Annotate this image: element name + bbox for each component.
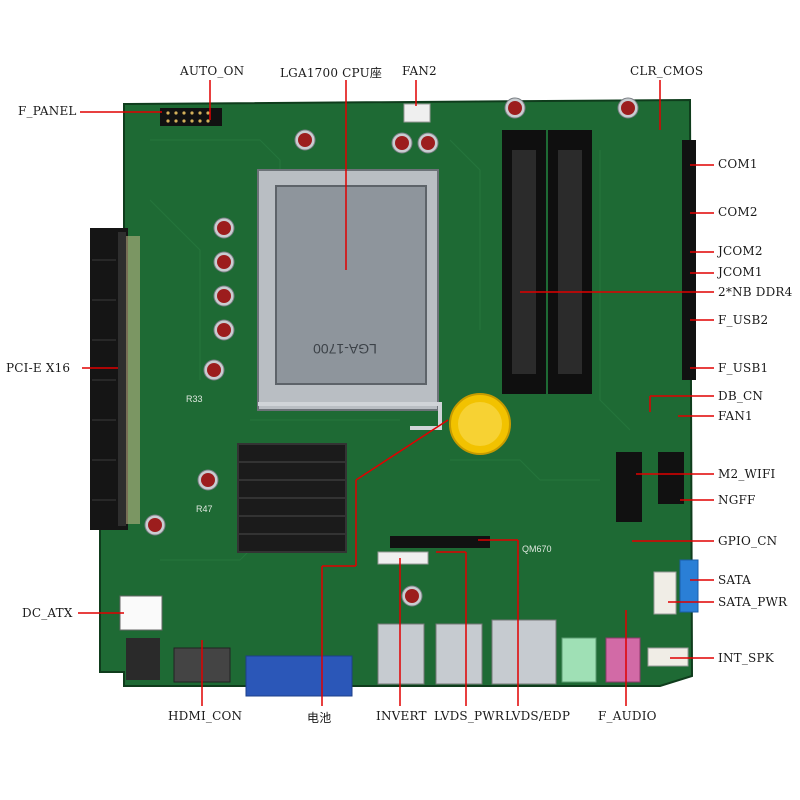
label-f-usb1: F_USB1: [718, 361, 769, 375]
pcie-x16-slot: [90, 228, 140, 530]
sata-pwr-connector: [653, 571, 677, 615]
socket-title-mark: LGA-1700: [313, 341, 377, 357]
r47-mark: R47: [196, 504, 213, 514]
leader-battery-d: [355, 419, 449, 481]
label-invert: INVERT: [376, 709, 427, 723]
f-panel-header: [160, 108, 222, 126]
chip-label-mark: QM670: [522, 544, 552, 554]
label-m2-wifi: M2_WIFI: [718, 467, 776, 481]
sata-connector: [679, 559, 699, 613]
label-sata: SATA: [718, 573, 752, 587]
m2-slots: [616, 452, 684, 522]
label-sata-pwr: SATA_PWR: [718, 595, 788, 609]
label-jcom1: JCOM1: [718, 265, 763, 279]
lga1700-socket: [257, 169, 442, 430]
label-ddr4: 2*NB DDR4: [718, 285, 793, 299]
label-com1: COM1: [718, 157, 758, 171]
label-com2: COM2: [718, 205, 758, 219]
leader-lines: [78, 80, 714, 706]
label-fan2: FAN2: [402, 64, 437, 78]
label-f-usb2: F_USB2: [718, 313, 769, 327]
label-jcom2: JCOM2: [718, 244, 763, 258]
label-int-spk: INT_SPK: [718, 651, 774, 665]
label-pcie: PCI-E X16: [6, 361, 71, 375]
label-battery: 电池: [307, 711, 332, 725]
label-ngff: NGFF: [718, 493, 756, 507]
label-dc-atx: DC_ATX: [22, 606, 73, 620]
label-f-audio: F_AUDIO: [598, 709, 657, 723]
label-lga1700: LGA1700 CPU座: [280, 66, 383, 80]
r33-mark: R33: [186, 394, 203, 404]
label-clr-cmos: CLR_CMOS: [630, 64, 704, 78]
label-gpio-cn: GPIO_CN: [718, 534, 778, 548]
label-f-panel: F_PANEL: [18, 104, 77, 118]
label-fan1: FAN1: [718, 409, 753, 423]
right-edge-headers: [682, 140, 696, 380]
heatsink: [237, 443, 347, 553]
rear-io: [119, 595, 689, 697]
label-hdmi-con: HDMI_CON: [168, 709, 243, 723]
invert-connector: [377, 551, 429, 565]
ddr4-slots: [502, 130, 592, 394]
label-db-cn: DB_CN: [718, 389, 764, 403]
label-auto-on: AUTO_ON: [180, 64, 245, 78]
fan2-connector: [403, 103, 431, 123]
lvds-header: [390, 536, 490, 548]
capacitors: [144, 97, 639, 607]
cmos-battery: [449, 393, 511, 455]
label-lvds-pwr: LVDS_PWR: [434, 709, 505, 723]
label-lvds-edp: LVDS/EDP: [505, 709, 571, 723]
